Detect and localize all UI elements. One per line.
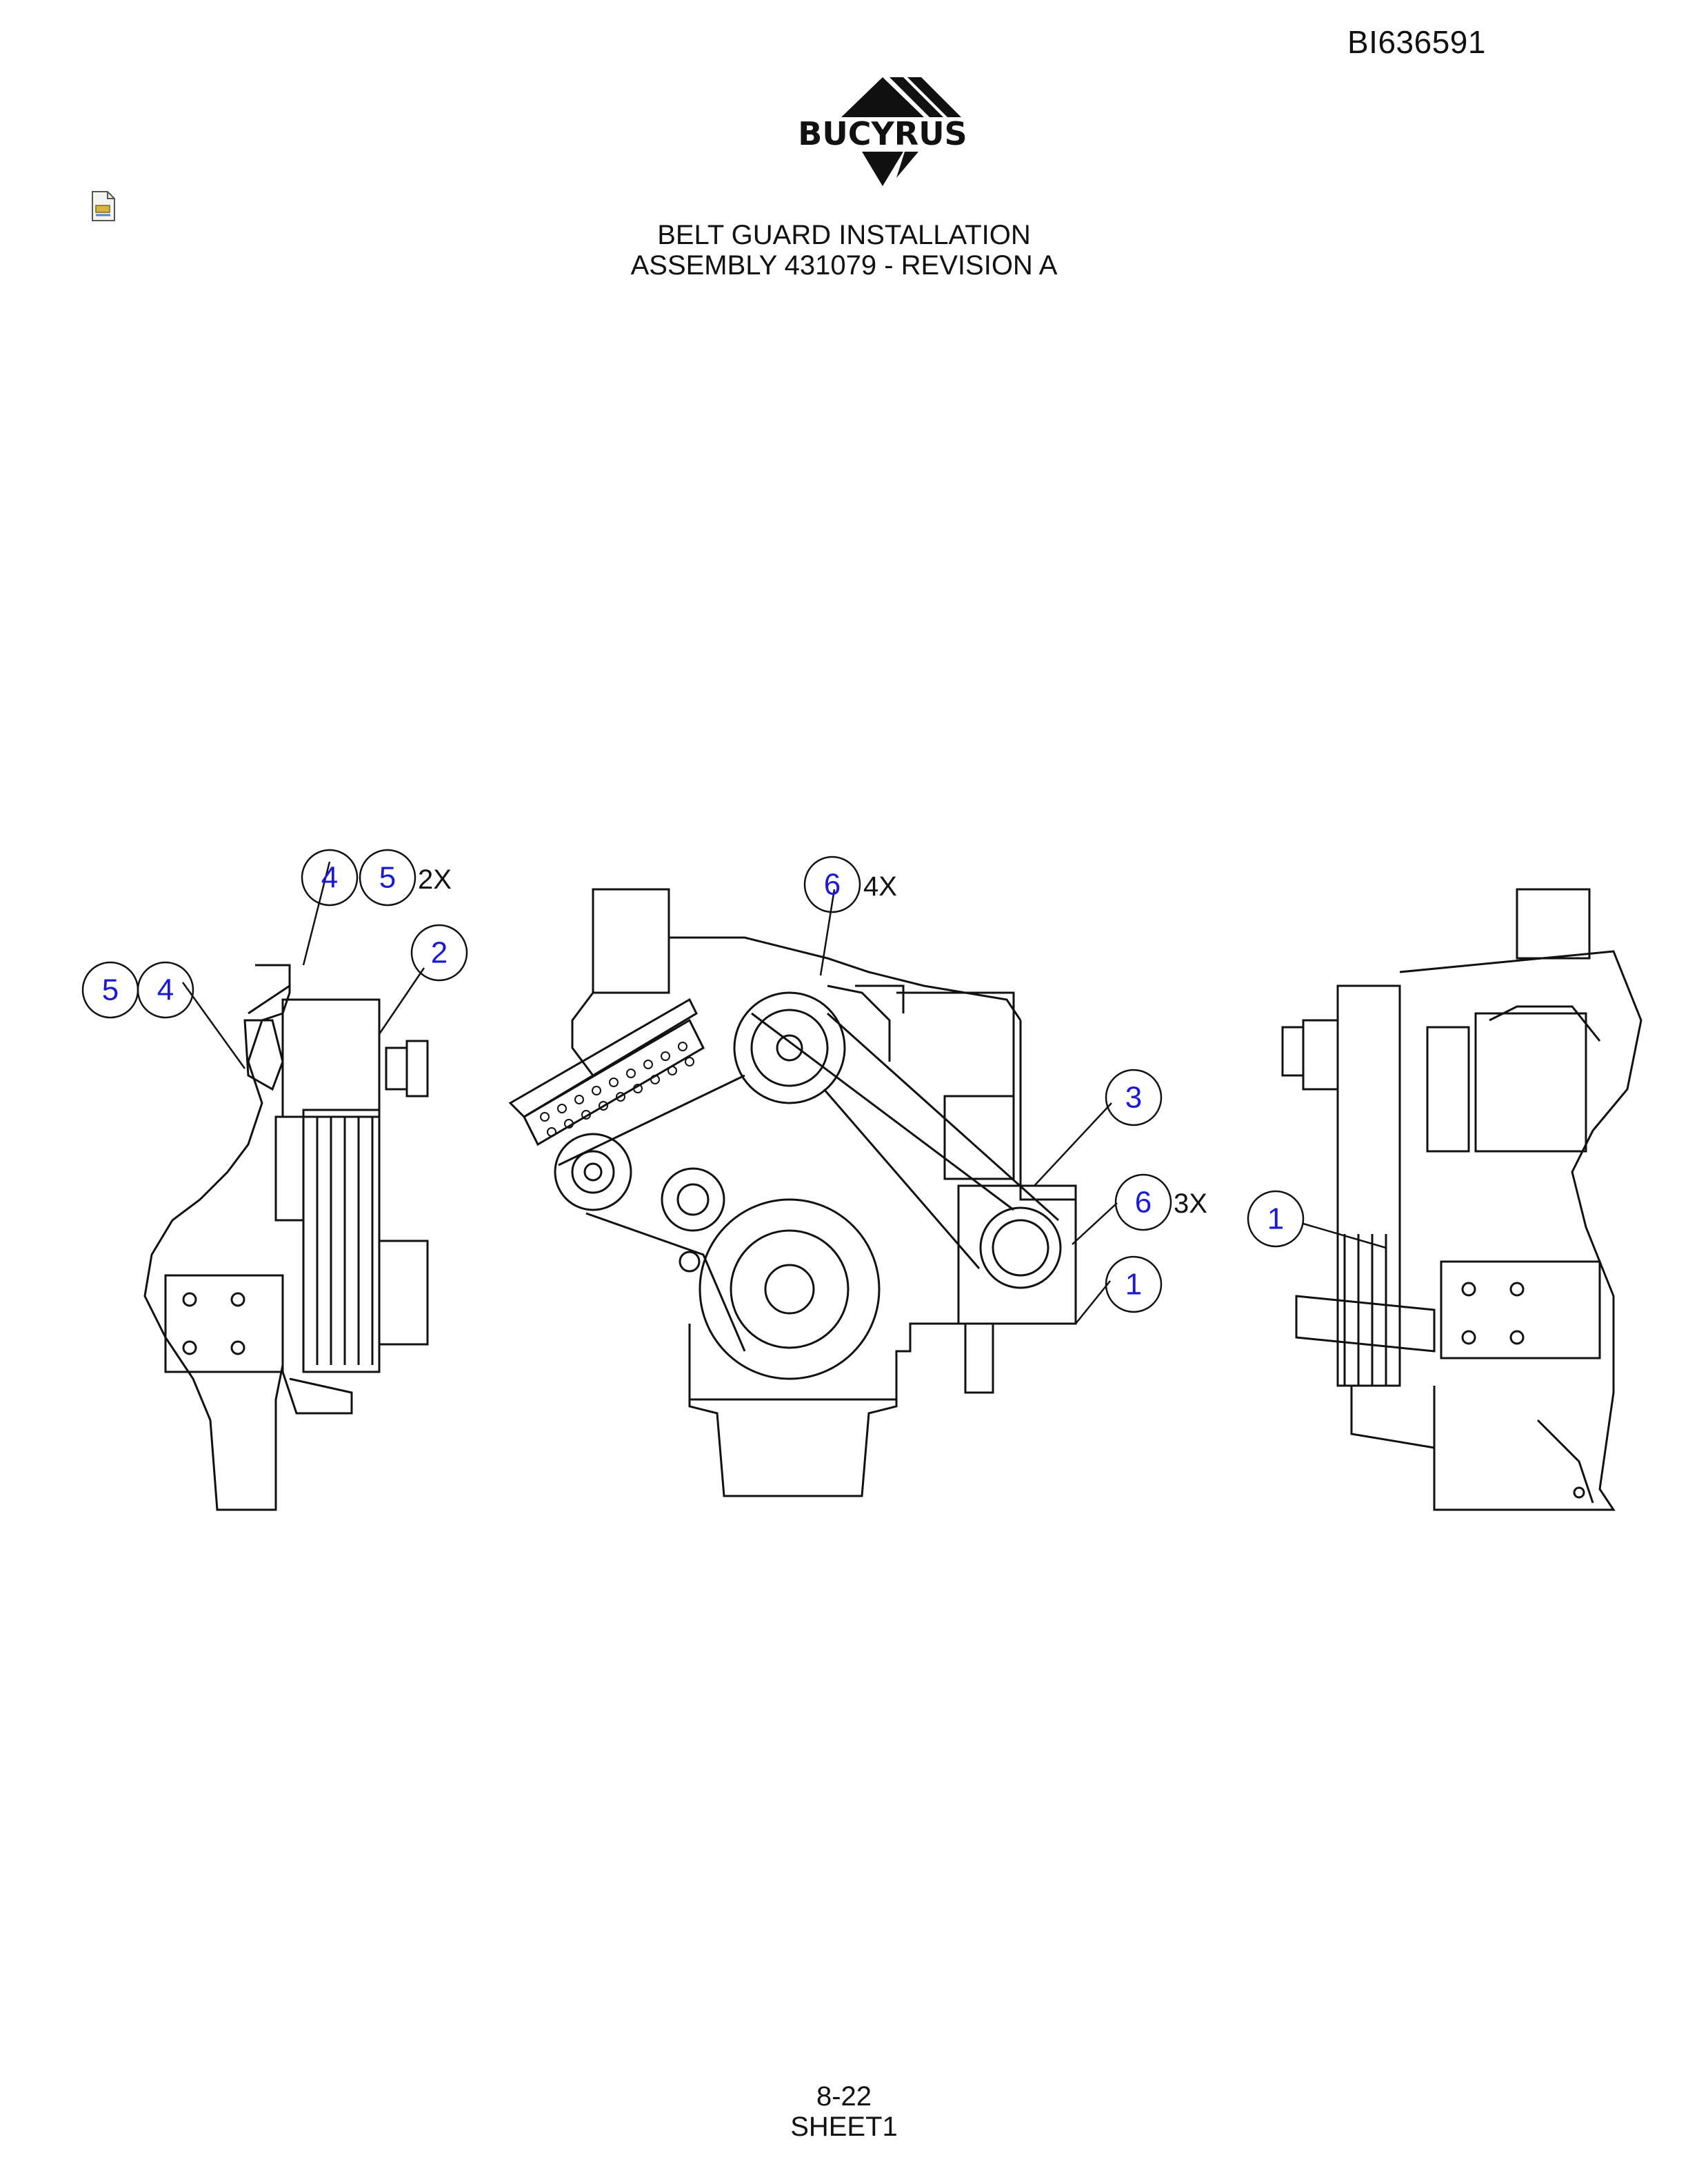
svg-text:4: 4: [157, 973, 174, 1007]
svg-text:5: 5: [102, 973, 119, 1007]
center-front-view: [508, 888, 1077, 1497]
document-icon[interactable]: [90, 190, 117, 222]
balloon-1-center: 1: [1105, 1255, 1163, 1313]
brand-name: BUCYRUS: [798, 115, 967, 152]
right-side-view: [1281, 888, 1642, 1511]
sheet-label: SHEET1: [790, 2112, 898, 2142]
balloon-1-right: 1: [1247, 1190, 1305, 1248]
balloon-6-right: 6: [1114, 1173, 1172, 1231]
quantity-2x: 2X: [418, 865, 452, 895]
balloon-2: 2: [410, 924, 468, 982]
svg-text:4: 4: [321, 861, 338, 895]
balloon-6-top: 6: [803, 856, 861, 913]
balloon-5-left: 5: [81, 961, 139, 1019]
bucyrus-logo: BUCYRUS: [798, 77, 967, 186]
assembly-subtitle: ASSEMBLY 431079 - REVISION A: [630, 250, 1058, 281]
left-side-view: [143, 964, 429, 1511]
leader-lines: [181, 861, 1387, 1324]
balloon-5-top: 5: [359, 849, 416, 907]
drawing-title: BELT GUARD INSTALLATION: [657, 220, 1031, 250]
engine-belt-guard-drawing: 4 5 2X 2 5 4 6 4X 3 6 3X 1 1: [81, 849, 1642, 1511]
page-number: 8-22: [816, 2081, 872, 2112]
balloon-3: 3: [1105, 1069, 1163, 1126]
quantity-3x: 3X: [1174, 1189, 1207, 1219]
svg-text:1: 1: [1125, 1268, 1142, 1302]
svg-text:5: 5: [379, 861, 396, 895]
svg-text:3: 3: [1125, 1081, 1142, 1115]
balloon-4-left: 4: [137, 961, 194, 1019]
balloon-4-top: 4: [301, 849, 359, 907]
document-id: BI636591: [1347, 24, 1486, 60]
svg-text:1: 1: [1267, 1202, 1284, 1236]
svg-text:6: 6: [824, 868, 841, 902]
quantity-4x: 4X: [863, 871, 897, 902]
svg-text:6: 6: [1135, 1186, 1152, 1220]
svg-text:2: 2: [431, 936, 448, 970]
